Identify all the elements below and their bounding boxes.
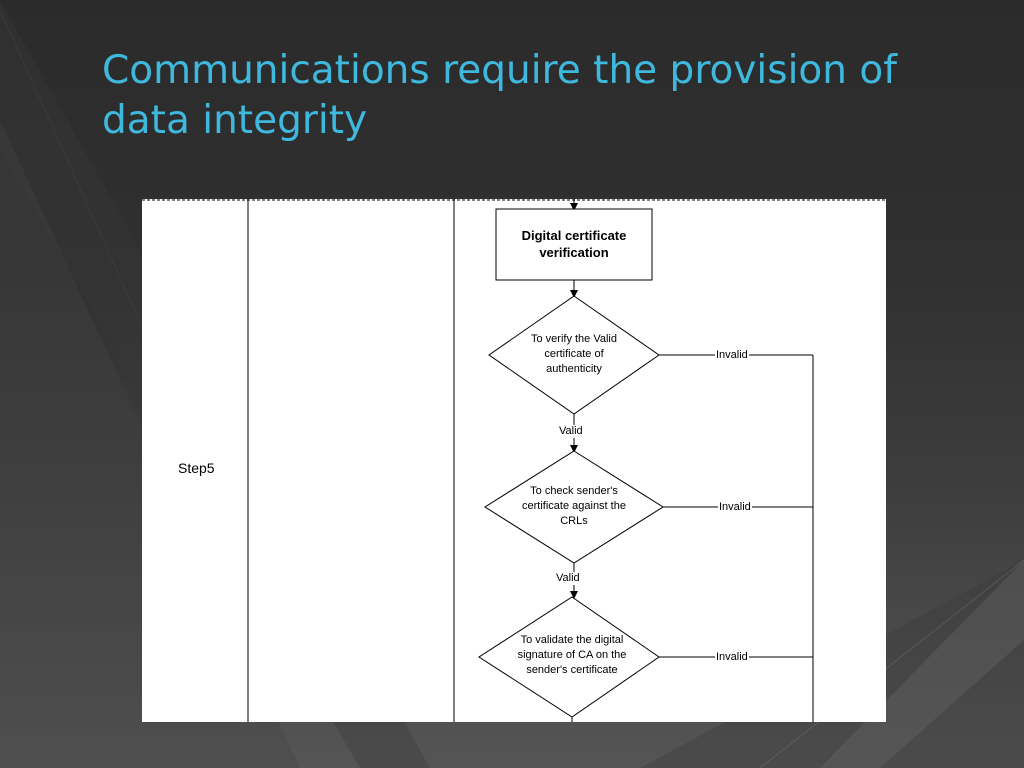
valid-label-2: Valid bbox=[555, 572, 581, 585]
invalid-label-2: Invalid bbox=[718, 501, 752, 514]
decision-2-label: To check sender's certificate against th… bbox=[522, 485, 626, 527]
decision-1-label: To verify the Valid certificate of authe… bbox=[530, 333, 617, 375]
decision-3-label: To validate the digital signature of CA … bbox=[517, 634, 627, 676]
invalid-label-1: Invalid bbox=[715, 349, 749, 362]
process-box-label: Digital certificate verification bbox=[521, 228, 627, 260]
invalid-label-3: Invalid bbox=[715, 651, 749, 664]
slide-title: Communications require the provision of … bbox=[102, 48, 897, 143]
valid-label-1: Valid bbox=[558, 425, 584, 438]
flowchart-figure: Step5 Digital certificate verification T… bbox=[142, 199, 886, 722]
step-label: Step5 bbox=[178, 460, 215, 476]
flowchart-svg bbox=[142, 199, 886, 722]
